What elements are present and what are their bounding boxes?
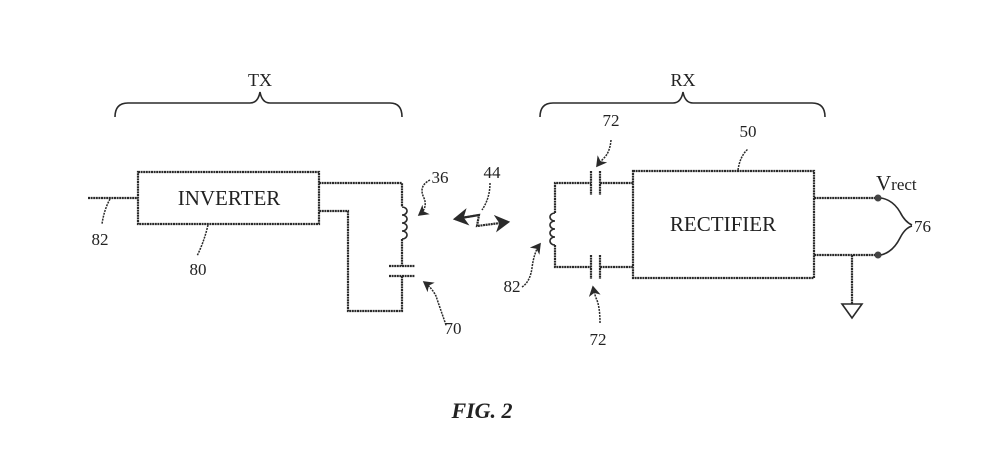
tx-top-wire: [319, 181, 404, 207]
label-72-top: 72: [603, 111, 620, 130]
tx-coil-leader: [417, 179, 431, 216]
vrect-subscript: rect: [891, 175, 917, 194]
rx-capacitor-bottom: [589, 255, 602, 279]
rectifier-label: RECTIFIER: [670, 212, 776, 236]
wireless-link-arrow: [452, 208, 511, 233]
label-76: 76: [914, 217, 931, 236]
rectifier-leader: [737, 148, 749, 171]
rx-coil-leader: [521, 242, 541, 288]
ground-icon: [840, 303, 864, 320]
inverter-block: [136, 170, 321, 226]
terminal-76-leader-top: [880, 197, 913, 226]
label-82-rx: 82: [504, 277, 521, 296]
wireless-link-leader: [481, 182, 491, 211]
vrect-symbol: V: [876, 171, 891, 195]
label-36: 36: [432, 168, 449, 187]
tx-capacitor: [389, 264, 415, 278]
rx-capacitor-top: [589, 171, 602, 195]
vrect-label: Vrect: [876, 171, 917, 195]
rx-label: RX: [670, 70, 695, 90]
label-70: 70: [445, 319, 462, 338]
figure-caption: FIG. 2: [450, 398, 512, 423]
rx-capacitor-bottom-leader: [588, 285, 601, 324]
output-terminal-positive: [874, 194, 882, 202]
tx-coil: [401, 206, 408, 240]
rx-brace: [539, 91, 826, 118]
tx-return-wire: [319, 209, 404, 313]
terminal-76-leader-bottom: [880, 225, 913, 256]
output-terminal-negative: [874, 251, 882, 259]
tx-capacitor-leader: [422, 281, 447, 326]
label-50: 50: [740, 122, 757, 141]
rx-top-left-wire: [553, 181, 591, 213]
label-82-input: 82: [92, 230, 109, 249]
label-44: 44: [484, 163, 502, 182]
inverter-leader: [196, 224, 209, 257]
rx-capacitor-top-leader: [596, 139, 612, 168]
label-80: 80: [190, 260, 207, 279]
rx-bottom-left-wire: [553, 245, 591, 269]
label-72-bottom: 72: [590, 330, 607, 349]
input-line-leader: [101, 198, 111, 225]
rectifier-block: [631, 169, 816, 280]
inverter-label: INVERTER: [178, 186, 281, 210]
rx-coil: [549, 212, 556, 246]
tx-brace: [114, 91, 403, 118]
tx-label: TX: [248, 70, 272, 90]
